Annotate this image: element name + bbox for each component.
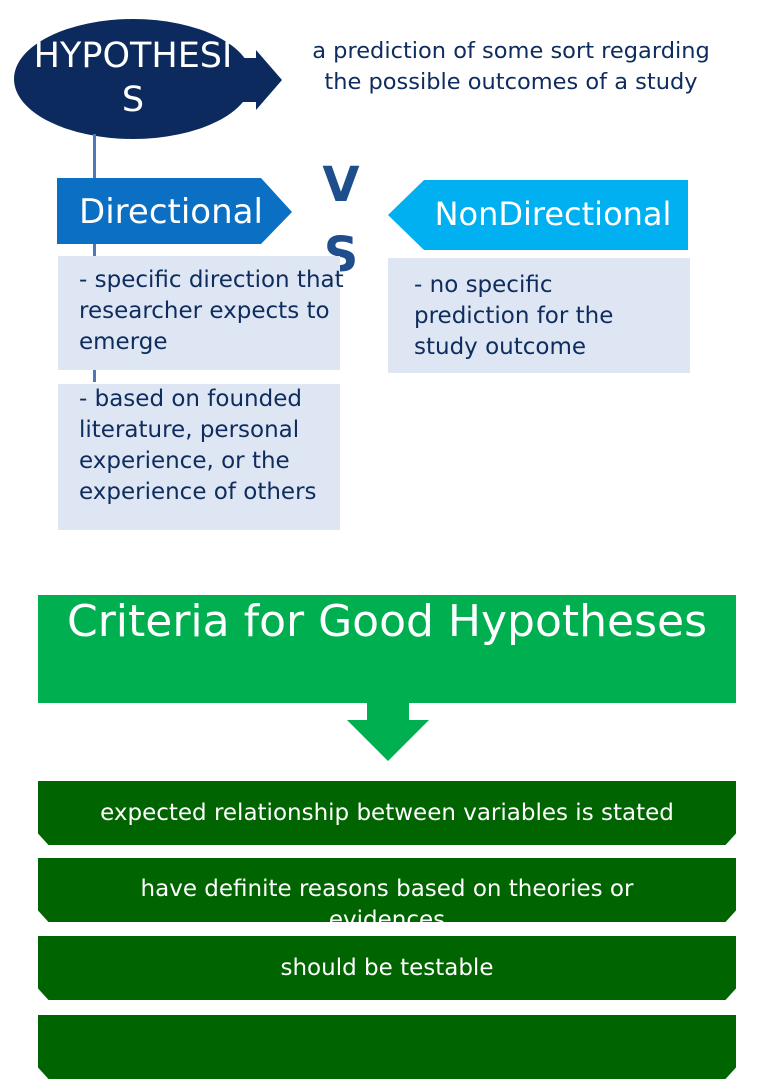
nondirectional-header-shape [388,180,688,250]
directional-point-2: - based on founded literature, personal … [58,384,340,530]
directional-point-1: - specific direction that researcher exp… [58,256,344,370]
nondirectional-label: NonDirectional [434,195,672,233]
nondirectional-point-1: - no specific prediction for the study o… [388,258,690,373]
directional-point-1-text: - specific direction that researcher exp… [79,267,351,355]
vs-label: VS [322,157,360,283]
hypothesis-oval [14,19,252,139]
nondirectional-point-1-text: - no specific prediction for the study o… [414,272,614,360]
criteria-item-1-text: expected relationship between variables … [100,800,674,826]
hypothesis-title: HYPOTHESIS [33,36,233,120]
criteria-item-1: expected relationship between variables … [38,781,736,845]
directional-point-2-text: - based on founded literature, personal … [79,386,317,505]
directional-label: Directional [79,192,263,232]
criteria-item-2: have definite reasons based on theories … [38,858,736,922]
criteria-item-2-text: have definite reasons based on theories … [140,876,634,922]
criteria-item-3: should be testable [38,936,736,1000]
hypothesis-definition: a prediction of some sort regarding the … [312,38,710,95]
criteria-item-3-text: should be testable [280,955,494,981]
criteria-header [38,595,736,703]
criteria-title: Criteria for Good Hypotheses [66,596,708,647]
down-arrow-icon [347,700,429,761]
directional-header-shape [57,178,292,244]
criteria-item-4 [38,1015,736,1079]
oval-arrow-icon [240,50,282,110]
